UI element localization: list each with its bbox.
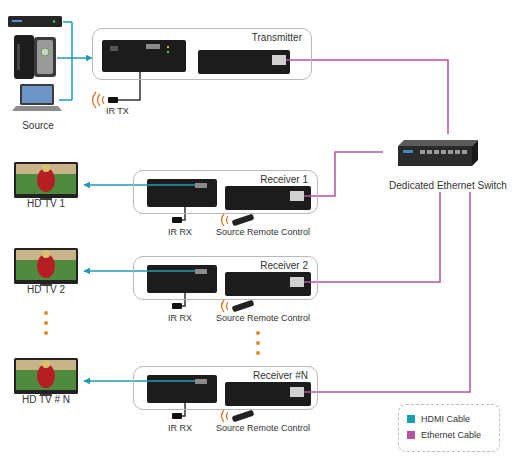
box-heading: Receiver #N: [253, 370, 308, 382]
node-caption: HD TV 1: [27, 198, 65, 210]
box-heading: Receiver 1: [260, 174, 308, 186]
switch-node: Dedicated Ethernet Switch: [383, 134, 513, 192]
transmitter-box: Transmitter: [92, 28, 312, 80]
node-caption: HD TV # N: [22, 394, 70, 406]
game-console: [14, 35, 56, 79]
ethernet-cable: [312, 60, 448, 134]
receiver-unit: [133, 179, 318, 226]
tv-node: HD TV # N: [8, 356, 84, 406]
receiver-unit: [133, 265, 318, 312]
hdmi-cable: [84, 380, 133, 382]
set-top-box: [8, 16, 62, 27]
legend-swatch: [407, 431, 415, 439]
legend-text: Ethernet Cable: [421, 430, 481, 440]
legend-swatch: [407, 415, 415, 423]
tv-set: [14, 248, 78, 286]
remote-label: Source Remote Control: [216, 313, 310, 323]
ir-label: IR RX: [168, 227, 192, 237]
node-caption: Source: [22, 120, 54, 132]
tv-node: HD TV 1: [8, 160, 84, 210]
hdmi-cable: [84, 184, 133, 186]
ethernet-cable: [318, 192, 470, 392]
ethernet-cable: [318, 152, 383, 196]
remote-label: Source Remote Control: [216, 227, 310, 237]
receiver-box: Receiver 2: [133, 256, 318, 300]
receiver-box: Receiver 1: [133, 170, 318, 214]
legend-text: HDMI Cable: [421, 414, 470, 424]
ir-label: IR TX: [106, 106, 129, 116]
remote-label: Source Remote Control: [216, 423, 310, 433]
source-group: Source: [4, 10, 72, 132]
legend-row: HDMI Cable: [407, 414, 491, 424]
receiver-unit: [133, 375, 318, 422]
laptop: [12, 84, 62, 111]
node-caption: Dedicated Ethernet Switch: [389, 180, 507, 192]
ethernet-cable: [318, 192, 440, 282]
tv-node: HD TV 2: [8, 246, 84, 296]
ethernet-switch: [398, 140, 478, 166]
hdmi-cable: [72, 57, 92, 59]
legend-row: Ethernet Cable: [407, 430, 491, 440]
tv-set: [14, 358, 78, 396]
hdmi-cable: [84, 270, 133, 272]
ir-label: IR RX: [168, 423, 192, 433]
node-caption: HD TV 2: [27, 284, 65, 296]
box-heading: Receiver 2: [260, 260, 308, 272]
hdmi-source-wires: [57, 22, 72, 100]
tv-set: [14, 162, 78, 200]
ir-label: IR RX: [168, 313, 192, 323]
box-heading: Transmitter: [252, 32, 302, 44]
transmitter-unit: [93, 40, 313, 108]
receiver-box: Receiver #N: [133, 366, 318, 410]
legend-box: HDMI CableEthernet Cable: [398, 404, 500, 452]
